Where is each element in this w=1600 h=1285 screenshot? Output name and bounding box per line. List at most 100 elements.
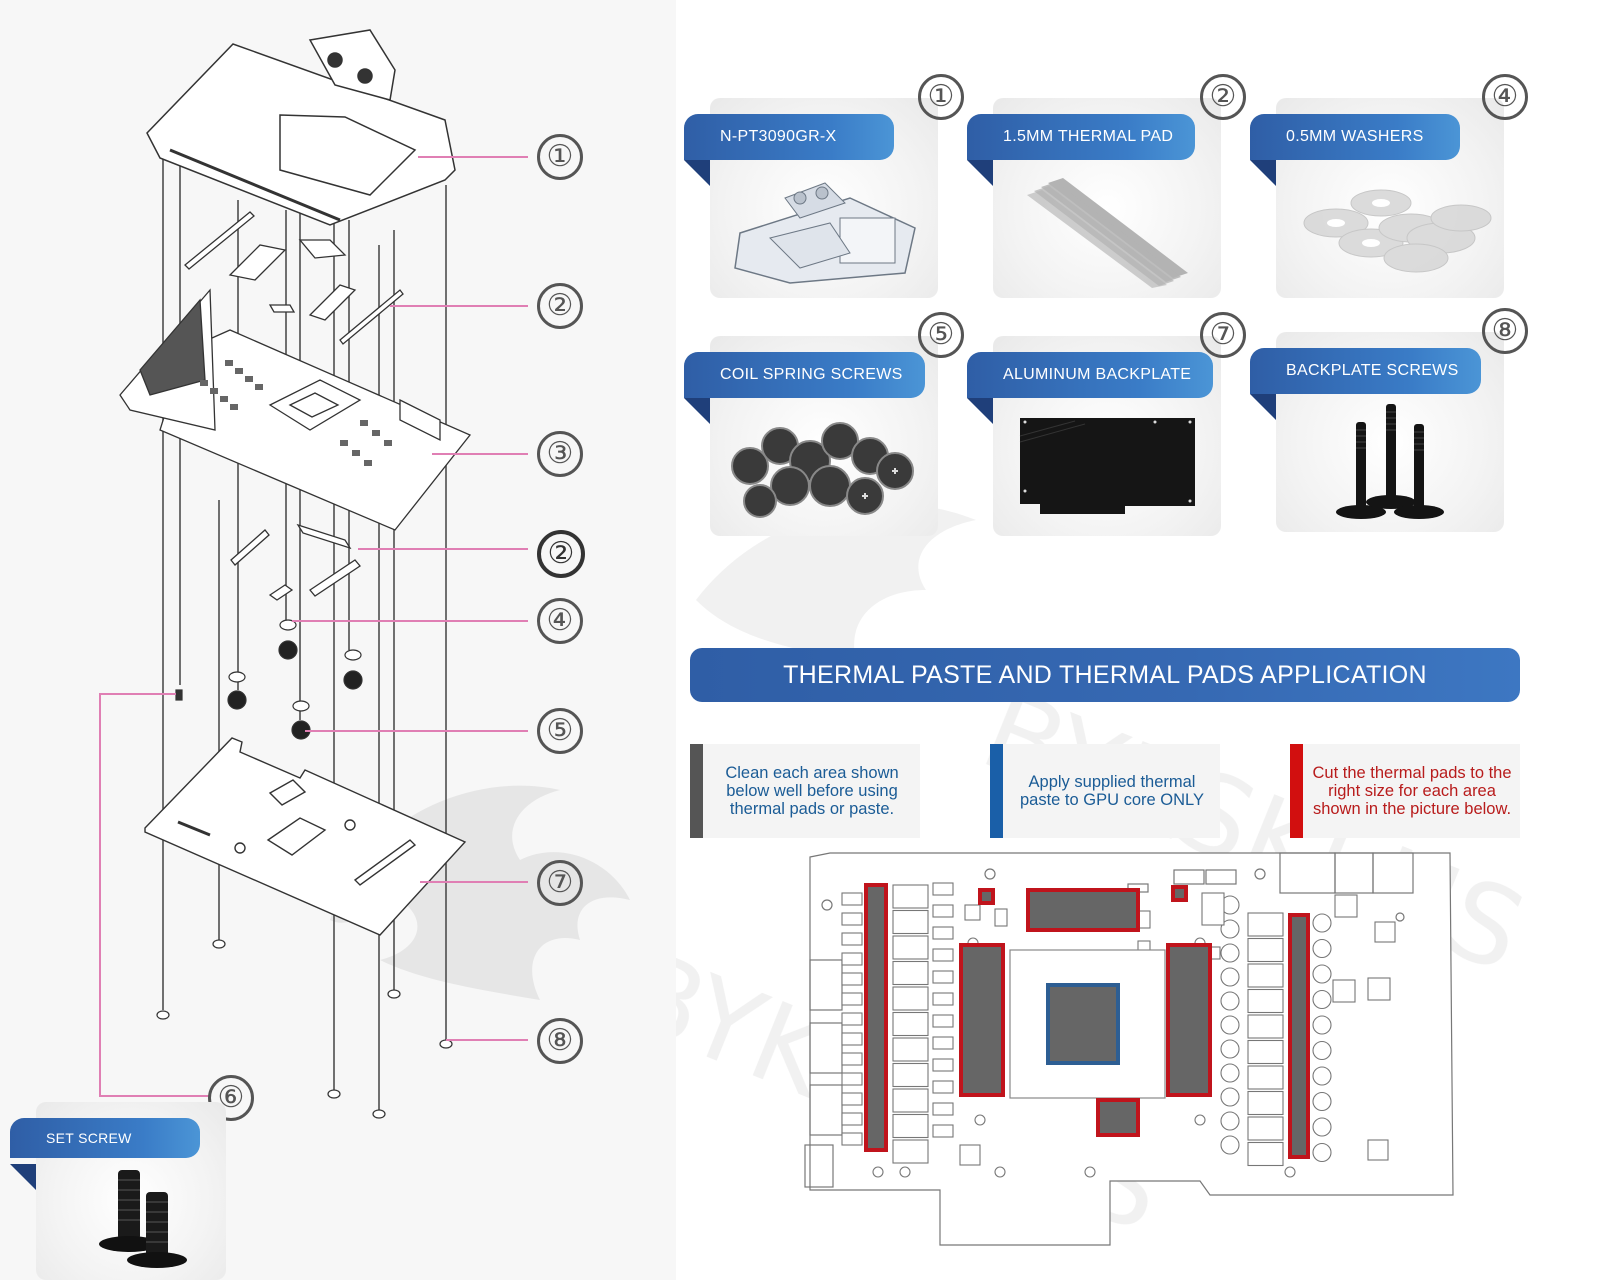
pcb-capacitor (1220, 1063, 1240, 1083)
part-number-4: ④ (1482, 74, 1528, 120)
water-block-image (734, 182, 916, 284)
pcb-choke (1247, 1039, 1284, 1065)
pcb-mounting-hole (974, 1114, 986, 1126)
callout-number-1: ① (537, 134, 583, 180)
pcb-component (964, 904, 981, 921)
pcb-choke (1247, 988, 1284, 1014)
pcb-component (1334, 894, 1358, 918)
washers-image (1303, 189, 1492, 273)
pcb-choke (892, 1037, 929, 1062)
pcb-capacitor (1312, 1091, 1332, 1112)
part-label-set-screw: SET SCREW (10, 1118, 200, 1158)
pcb-pad-layout-diagram: 13 (804, 852, 1454, 1246)
application-title-banner: THERMAL PASTE AND THERMAL PADS APPLICATI… (690, 648, 1520, 702)
pcb-components (841, 882, 1396, 1178)
pcb-capacitor (1312, 913, 1332, 933)
callout-number-2-back: ② (537, 530, 585, 578)
pcb-capacitor (1220, 919, 1240, 939)
pcb-capacitor (841, 1052, 863, 1066)
pcb-choke (892, 935, 929, 960)
part-number-2: ② (1200, 74, 1246, 120)
part-card-thermal-pad: 1.5MM THERMAL PAD (967, 98, 1221, 298)
pcb-component (932, 1058, 954, 1072)
note-bar-blue (990, 744, 1003, 838)
pcb-choke (892, 1011, 929, 1037)
pcb-mounting-hole (1194, 1114, 1206, 1126)
pcb-capacitor (1220, 991, 1240, 1011)
callout-leader-lines (99, 156, 528, 1097)
thermal-pad-areas (864, 883, 1310, 1159)
ribbon-tail (967, 398, 993, 424)
exploded-assembly-diagram (99, 29, 630, 1119)
pcb-choke (1247, 937, 1284, 963)
thermal-pad-area (978, 888, 995, 905)
note-clean-area: Clean each area shown below well before … (690, 744, 920, 838)
pcb-capacitor (1312, 1142, 1332, 1163)
pcb-choke (1247, 1090, 1284, 1116)
part-card-water-block: N-PT3090GR-X (684, 98, 938, 298)
callout-number-5: ⑤ (537, 708, 583, 754)
thermal-pad-area (959, 943, 1005, 1097)
pcb-capacitor (1312, 1015, 1332, 1035)
ribbon-tail (684, 160, 710, 186)
thermal-pad-area (1096, 1098, 1140, 1137)
thermal-pad-image (1027, 178, 1188, 288)
pcb-choke (1247, 1141, 1284, 1167)
pcb-capacitor (1220, 967, 1240, 987)
part-card-spring-screws: COIL SPRING SCREWS (684, 336, 938, 536)
pcb-choke (1247, 963, 1284, 988)
pcb-capacitor (841, 1092, 863, 1106)
pcb-choke (1247, 1116, 1284, 1141)
part-label-water-block: N-PT3090GR-X (684, 114, 894, 160)
pcb-choke (892, 1062, 929, 1088)
note-bar-gray (690, 744, 703, 838)
pcb-component (994, 908, 1008, 927)
pcb-choke (892, 1088, 929, 1113)
part-card-washers: 0.5MM WASHERS (1250, 98, 1504, 298)
part-card-set-screw: SET SCREW (10, 1102, 226, 1280)
pcb-capacitor (841, 992, 863, 1006)
part-label-backplate: ALUMINUM BACKPLATE (967, 352, 1214, 398)
pcb-mounting-hole (1284, 1166, 1296, 1178)
pcb-capacitor (841, 1112, 863, 1126)
pcb-component (932, 926, 954, 940)
pcb-capacitor (841, 892, 863, 906)
set-screws-image (99, 1170, 187, 1268)
ribbon-tail (967, 160, 993, 186)
pcb-component (959, 1144, 981, 1166)
backplate-image (1019, 418, 1195, 514)
back-thermal-pads (230, 523, 361, 601)
pcb-component (932, 1080, 954, 1094)
ribbon-tail (1250, 160, 1276, 186)
part-label-spring-screws: COIL SPRING SCREWS (684, 352, 925, 398)
gpu-pcb-drawing (119, 288, 472, 531)
part-label-washers: 0.5MM WASHERS (1250, 114, 1460, 160)
screws (156, 689, 453, 1119)
pcb-capacitor (1220, 1087, 1240, 1107)
part-card-backplate-screws: BACKPLATE SCREWS (1250, 332, 1504, 532)
pcb-mounting-hole (994, 1166, 1006, 1178)
pcb-capacitor (1312, 938, 1332, 959)
part-label-backplate-screws: BACKPLATE SCREWS (1250, 348, 1481, 394)
backplate-screws-image (1336, 404, 1444, 519)
pcb-capacitor (841, 1032, 863, 1046)
gpu-core-paste-area (1046, 983, 1120, 1065)
exploded-view-panel: ① ② ③ ② ④ ⑤ ⑦ ⑧ ⑥ SET SCREW (0, 0, 676, 1280)
water-block-drawing (146, 29, 456, 226)
pcb-capacitor (1220, 943, 1240, 963)
note-clean-text: Clean each area shown below well before … (725, 764, 899, 818)
pcb-mounting-hole (1084, 1166, 1096, 1178)
backplate-drawing (144, 737, 467, 936)
pcb-capacitor (1312, 1040, 1332, 1061)
pcb-component (932, 992, 954, 1006)
pcb-choke (892, 986, 929, 1011)
note-apply-text: Apply supplied thermal paste to GPU core… (1019, 773, 1205, 809)
pcb-choke (892, 1113, 929, 1139)
front-thermal-pads (184, 211, 404, 345)
callout-number-7: ⑦ (537, 860, 583, 906)
pcb-capacitor (1312, 1066, 1332, 1086)
part-number-5: ⑤ (918, 312, 964, 358)
spring-screws-image (731, 422, 914, 518)
callout-number-2-front: ② (537, 283, 583, 329)
pcb-capacitor (841, 932, 863, 946)
